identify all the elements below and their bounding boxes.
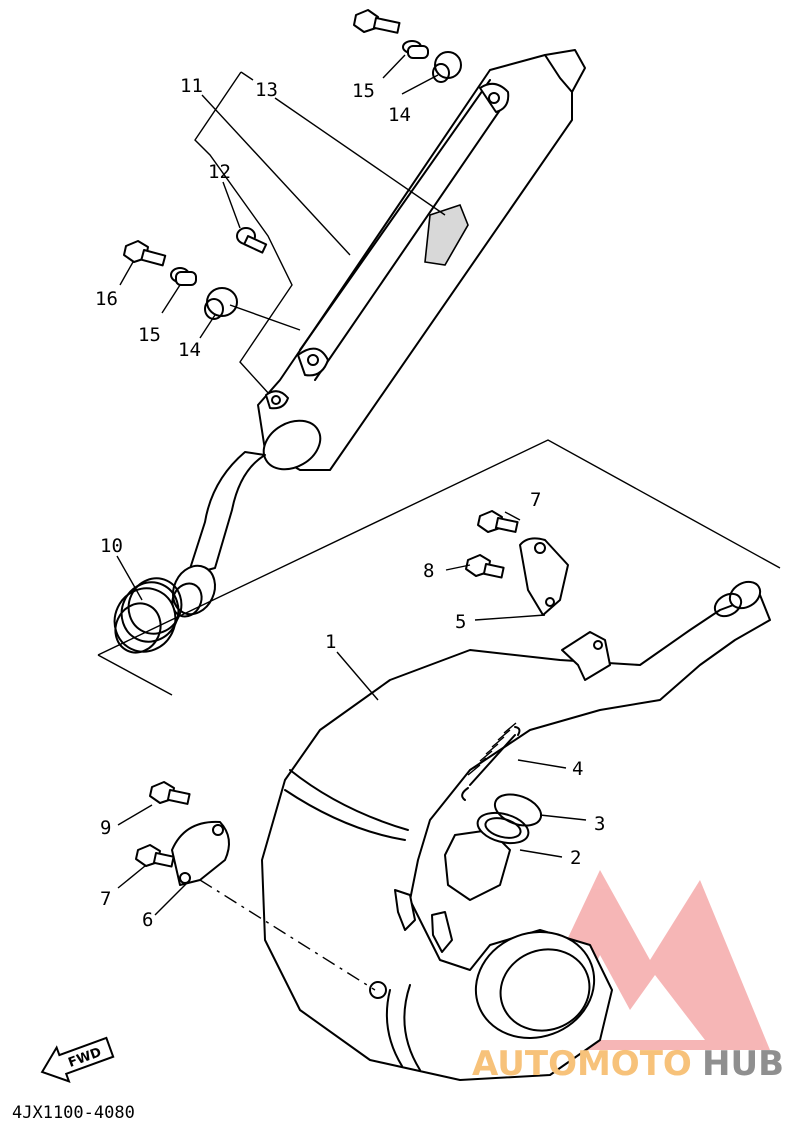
callout-14-mid: 14 — [178, 339, 201, 361]
watermark-text-auto: AUTOMOTO — [472, 1044, 692, 1084]
bracket-5 — [519, 537, 569, 616]
watermark-text: AUTOMOTO HUB — [472, 1044, 784, 1084]
bolt-8 — [465, 554, 505, 579]
callout-9: 9 — [100, 817, 111, 839]
callout-5: 5 — [455, 611, 466, 633]
callout-7-bottom: 7 — [100, 888, 111, 910]
tension-spring — [461, 722, 521, 801]
bracket-6 — [171, 820, 230, 886]
callout-3: 3 — [594, 813, 605, 835]
callout-8: 8 — [423, 560, 434, 582]
callout-1: 1 — [325, 631, 336, 653]
callout-14-top: 14 — [388, 104, 411, 126]
bolt-9 — [149, 781, 191, 805]
muffler-inlet-pipe — [187, 451, 266, 576]
silencer-joint — [113, 577, 183, 654]
callout-15-top: 15 — [352, 80, 375, 102]
callout-16: 16 — [95, 288, 118, 310]
callout-2: 2 — [570, 847, 581, 869]
callout-11: 11 — [180, 75, 203, 97]
callout-4: 4 — [572, 758, 583, 780]
exhaust-pipe — [261, 580, 771, 1081]
callout-6: 6 — [142, 909, 153, 931]
bolt-7-top — [477, 510, 519, 533]
exhaust-group-outline — [97, 439, 781, 656]
fwd-arrow: FWD — [40, 1036, 115, 1084]
callout-15-mid: 15 — [138, 324, 161, 346]
watermark-text-hub: HUB — [702, 1044, 784, 1084]
o-ring — [493, 793, 543, 827]
grommet-14 — [204, 287, 238, 320]
alignment-line — [199, 879, 376, 991]
bolt-7-bottom — [135, 844, 175, 868]
bolt-top — [353, 9, 401, 34]
callout-12: 12 — [208, 161, 231, 183]
callout-7-top: 7 — [530, 489, 541, 511]
callout-10: 10 — [100, 535, 123, 557]
collar-15 — [170, 267, 197, 286]
label-patch — [424, 204, 469, 266]
bolt-16 — [123, 240, 167, 267]
exhaust-flange — [444, 811, 530, 901]
collar-top — [402, 40, 429, 59]
callout-13: 13 — [255, 79, 278, 101]
diagram-code: 4JX1100-4080 — [12, 1103, 135, 1123]
screw-12 — [236, 227, 268, 254]
leader-lines — [116, 54, 587, 916]
silencer-group-outline — [194, 71, 293, 396]
grommet-top — [432, 51, 462, 83]
muffler-silencer — [257, 49, 586, 471]
